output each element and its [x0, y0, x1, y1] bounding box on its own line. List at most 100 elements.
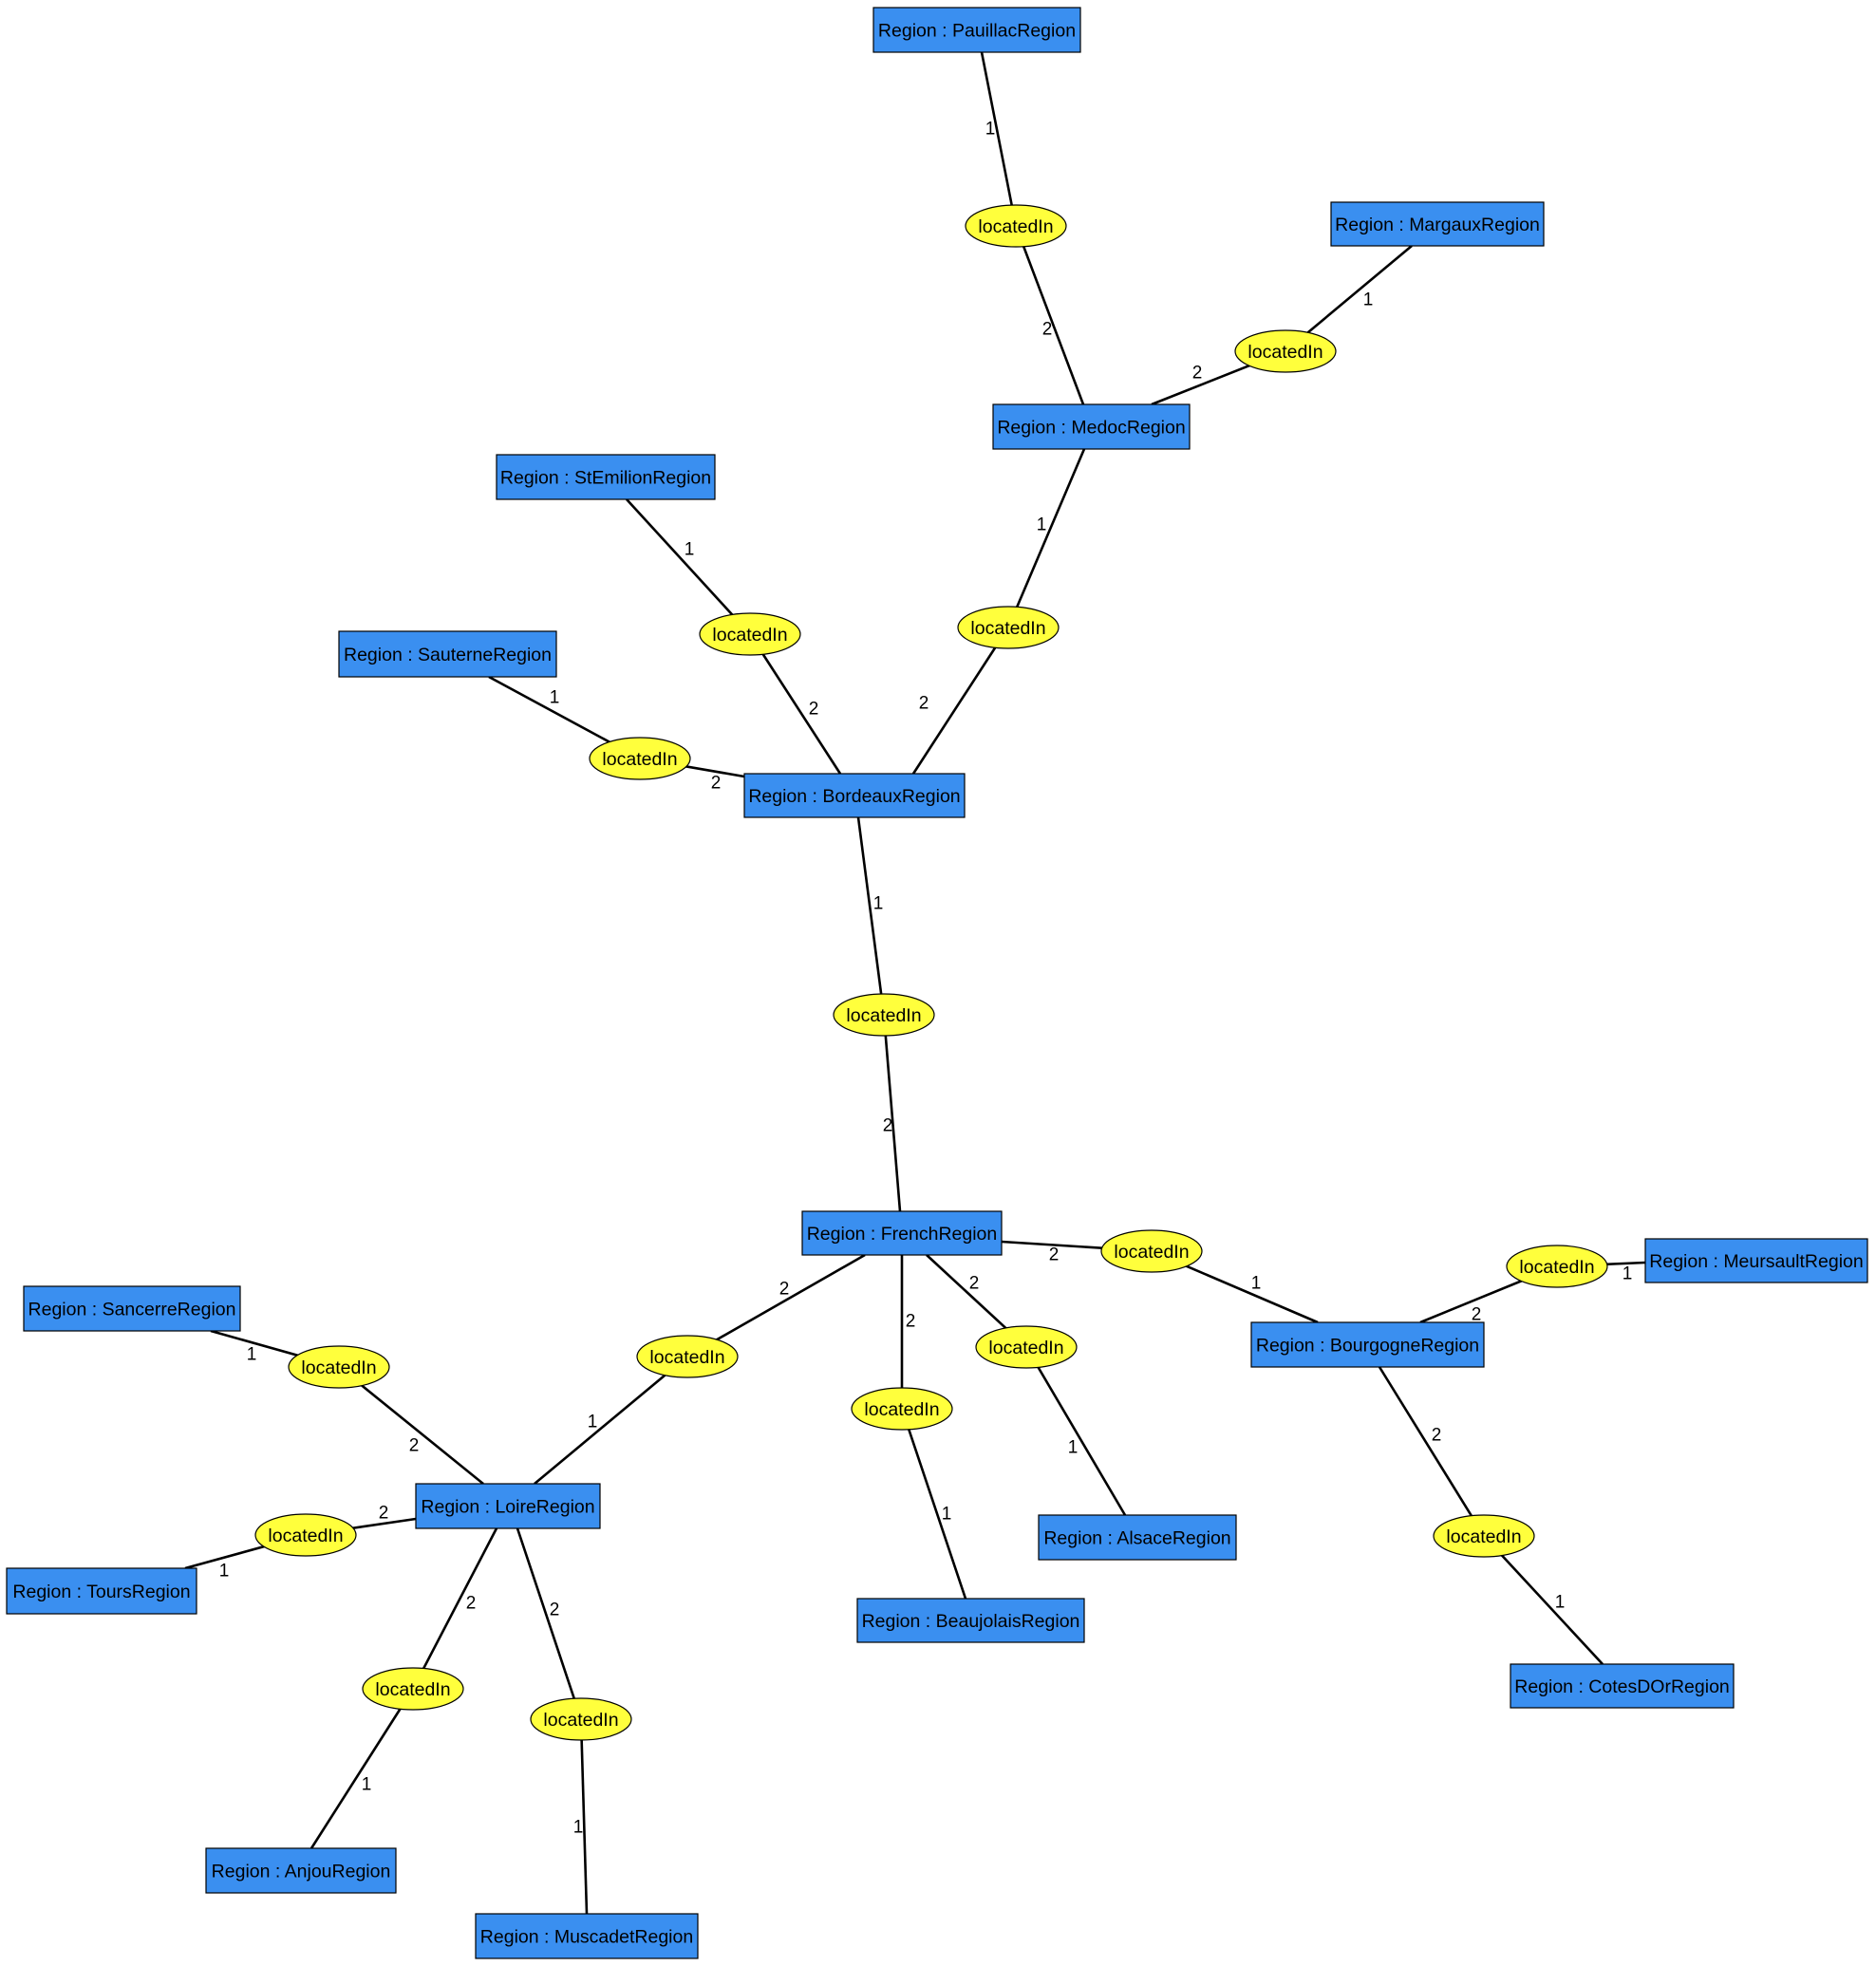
- node-label: Region : BeaujolaisRegion: [862, 1611, 1080, 1632]
- relation-label: locatedIn: [1446, 1526, 1521, 1547]
- edge-bordeaux-role1: [856, 816, 886, 1016]
- edge-cotesdor-role1: [1483, 1535, 1604, 1665]
- node-label: Region : MuscadetRegion: [480, 1927, 693, 1948]
- node-label: Region : LoireRegion: [421, 1497, 594, 1518]
- role-label-muscadet-2: 2: [550, 1601, 560, 1620]
- node-loire-region[interactable]: Region : LoireRegion: [415, 1483, 601, 1529]
- relation-ellipse: [833, 993, 935, 1037]
- node-meursault-region[interactable]: Region : MeursaultRegion: [1644, 1238, 1868, 1283]
- relation-sancerre-located-in[interactable]: locatedIn: [288, 1345, 390, 1389]
- edge-bordeaux-role2: [882, 1014, 902, 1212]
- node-sauterne-region[interactable]: Region : SauterneRegion: [338, 630, 557, 678]
- relation-ellipse: [288, 1345, 390, 1389]
- node-box: [872, 7, 1081, 53]
- role-label-sauterne-2: 2: [711, 774, 722, 794]
- role-label-bourgogne-2: 2: [1049, 1245, 1060, 1265]
- node-label: Region : FrenchRegion: [807, 1224, 998, 1245]
- role-label-stemilion-2: 2: [809, 700, 819, 720]
- edge-anjou-role2: [411, 1527, 498, 1690]
- node-cotesdor-region[interactable]: Region : CotesDOrRegion: [1510, 1663, 1735, 1709]
- node-label: Region : StEmilionRegion: [500, 468, 711, 489]
- relation-label: locatedIn: [301, 1357, 376, 1378]
- node-label: Region : CotesDOrRegion: [1514, 1676, 1730, 1697]
- relation-ellipse: [636, 1335, 739, 1378]
- edge-loire-role1: [534, 1356, 688, 1485]
- role-label-tours-2: 2: [379, 1504, 389, 1524]
- node-pauillac-region[interactable]: Region : PauillacRegion: [872, 7, 1081, 53]
- node-box: [338, 630, 557, 678]
- relation-label: locatedIn: [1248, 342, 1323, 363]
- role-label-beaujolais-2: 2: [906, 1312, 916, 1332]
- edge-muscadet-role2: [516, 1527, 583, 1720]
- relation-ellipse: [1506, 1245, 1608, 1288]
- node-sancerre-region[interactable]: Region : SancerreRegion: [23, 1285, 241, 1332]
- node-medoc-region[interactable]: Region : MedocRegion: [992, 403, 1191, 450]
- node-bordeaux-region[interactable]: Region : BordeauxRegion: [743, 773, 966, 818]
- relation-muscadet-located-in[interactable]: locatedIn: [530, 1697, 632, 1741]
- node-tours-region[interactable]: Region : ToursRegion: [6, 1567, 197, 1615]
- role-label-alsace-2: 2: [969, 1274, 980, 1294]
- relation-alsace-located-in[interactable]: locatedIn: [975, 1325, 1078, 1369]
- role-label-loire-2: 2: [779, 1280, 790, 1300]
- edge-anjou-role1: [310, 1688, 415, 1849]
- relation-anjou-located-in[interactable]: locatedIn: [362, 1667, 464, 1711]
- relation-label: locatedIn: [846, 1005, 921, 1026]
- relation-meursault-located-in[interactable]: locatedIn: [1506, 1245, 1608, 1288]
- relation-cotesdor-located-in[interactable]: locatedIn: [1433, 1514, 1535, 1558]
- role-label-beaujolais-1: 1: [942, 1505, 952, 1525]
- relation-stemilion-located-in[interactable]: locatedIn: [699, 612, 801, 656]
- relation-bourgogne-located-in[interactable]: locatedIn: [1100, 1229, 1203, 1273]
- node-label: Region : ToursRegion: [12, 1582, 190, 1602]
- relation-ellipse: [362, 1667, 464, 1711]
- node-french-region[interactable]: Region : FrenchRegion: [801, 1210, 1003, 1256]
- relation-pauillac-located-in[interactable]: locatedIn: [965, 204, 1067, 248]
- relation-beaujolais-located-in[interactable]: locatedIn: [851, 1387, 953, 1431]
- node-box: [496, 454, 716, 500]
- relation-label: locatedIn: [978, 216, 1053, 237]
- edge-stemilion-role2: [748, 633, 842, 775]
- role-label-sancerre-2: 2: [409, 1436, 420, 1456]
- node-box: [1644, 1238, 1868, 1283]
- node-alsace-region[interactable]: Region : AlsaceRegion: [1038, 1514, 1237, 1561]
- edge-alsace-role1: [1024, 1346, 1127, 1516]
- relation-label: locatedIn: [970, 618, 1045, 639]
- relation-margaux-located-in[interactable]: locatedIn: [1234, 329, 1337, 373]
- edge-medoc-role1: [1006, 448, 1086, 628]
- edge-medoc-role2: [911, 627, 1010, 775]
- relation-label: locatedIn: [1519, 1257, 1594, 1278]
- node-stemilion-region[interactable]: Region : StEmilionRegion: [496, 454, 716, 500]
- relation-sauterne-located-in[interactable]: locatedIn: [589, 737, 691, 780]
- node-label: Region : MedocRegion: [997, 418, 1185, 439]
- relation-bordeaux-located-in[interactable]: locatedIn: [833, 993, 935, 1037]
- role-label-meursault-1: 1: [1623, 1264, 1633, 1284]
- node-box: [1330, 201, 1545, 247]
- node-beaujolais-region[interactable]: Region : BeaujolaisRegion: [856, 1598, 1085, 1643]
- role-label-sancerre-1: 1: [247, 1345, 257, 1365]
- relation-medoc-located-in[interactable]: locatedIn: [957, 606, 1060, 649]
- node-anjou-region[interactable]: Region : AnjouRegion: [205, 1847, 397, 1894]
- role-label-bordeaux-1: 1: [873, 894, 884, 914]
- role-label-muscadet-1: 1: [573, 1818, 584, 1838]
- node-label: Region : MargauxRegion: [1335, 215, 1540, 235]
- relation-ellipse: [1100, 1229, 1203, 1273]
- role-label-sauterne-1: 1: [550, 688, 560, 708]
- role-label-margaux-2: 2: [1192, 364, 1203, 384]
- node-bourgogne-region[interactable]: Region : BourgogneRegion: [1250, 1321, 1485, 1368]
- edge-cotesdor-role2: [1378, 1366, 1486, 1537]
- node-muscadet-region[interactable]: Region : MuscadetRegion: [475, 1913, 699, 1959]
- node-margaux-region[interactable]: Region : MargauxRegion: [1330, 201, 1545, 247]
- relation-tours-located-in[interactable]: locatedIn: [254, 1513, 357, 1557]
- edge-beaujolais-role1: [900, 1408, 967, 1600]
- relation-loire-located-in[interactable]: locatedIn: [636, 1335, 739, 1378]
- node-label: Region : MeursaultRegion: [1649, 1251, 1863, 1272]
- relation-ellipse: [1433, 1514, 1535, 1558]
- role-label-bourgogne-1: 1: [1251, 1274, 1262, 1294]
- node-box: [415, 1483, 601, 1529]
- role-label-medoc-2: 2: [919, 694, 929, 714]
- node-label: Region : PauillacRegion: [878, 21, 1076, 42]
- role-label-cotesdor-2: 2: [1432, 1426, 1442, 1446]
- role-label-stemilion-1: 1: [685, 540, 695, 560]
